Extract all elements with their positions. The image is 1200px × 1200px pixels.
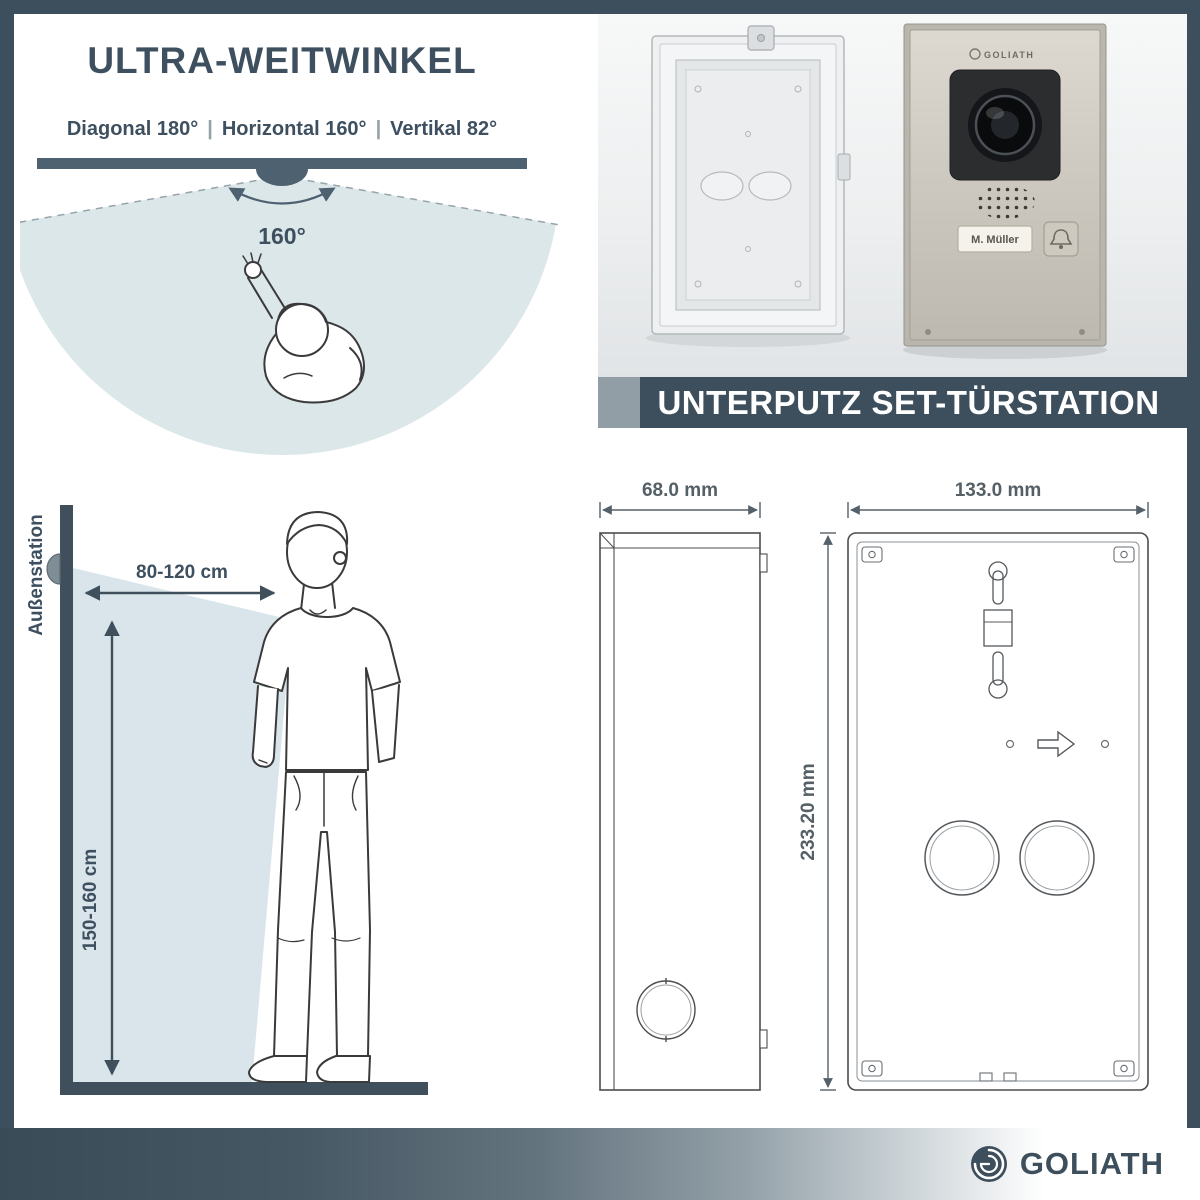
depth-dimension	[599, 502, 761, 518]
wall-label: Außenstation	[26, 514, 47, 635]
banner-accent	[598, 377, 640, 428]
product-banner: UNTERPUTZ SET-TÜRSTATION	[598, 377, 1187, 428]
technical-drawing: 68.0 mm 133.0 mm	[599, 480, 1149, 1091]
spec-separator: |	[375, 118, 382, 140]
ground	[60, 1082, 428, 1095]
box-front-view	[847, 532, 1149, 1091]
fov-edge-right	[281, 175, 561, 226]
product-photo: GOLIATH M. Müller	[598, 14, 1187, 377]
installation-diagram: Außenstation 80-120 cm 150-160 cm	[26, 505, 428, 1095]
height-label: 150-160 cm	[80, 849, 101, 951]
knockout-side	[636, 978, 696, 1042]
flush-mount-box-photo	[646, 25, 851, 347]
brand-logo: GOLIATH	[968, 1143, 1164, 1185]
height-dimension-label: 233.20 mm	[798, 763, 819, 860]
person-top-view	[242, 252, 365, 404]
nameplate	[957, 225, 1033, 253]
spec-horizontal: Horizontal 160°	[221, 118, 367, 140]
camera-view-wedge	[73, 568, 292, 1082]
wide-angle-section: ULTRA-WEITWINKEL Diagonal 180° | Horizonta…	[20, 30, 600, 472]
wall	[60, 505, 73, 1083]
box-side-view	[599, 532, 768, 1091]
depth-dimension-label: 68.0 mm	[642, 480, 718, 501]
spec-diagonal: Diagonal 180°	[66, 118, 199, 140]
nameplate-label: M. Müller	[971, 234, 1019, 246]
angle-label: 160°	[258, 223, 306, 249]
corner-fixing-tabs	[861, 546, 1135, 1077]
spec-separator: |	[207, 118, 213, 140]
fov-edge-left	[20, 175, 283, 223]
width-dimension	[847, 502, 1149, 518]
bell-icon	[1049, 229, 1073, 249]
installation-section: Außenstation 80-120 cm 150-160 cm	[20, 470, 600, 1135]
wide-angle-diagram: 160°	[20, 158, 561, 455]
spec-vertikal: Vertikal 82°	[390, 118, 498, 140]
direction-arrow-icon	[1037, 730, 1076, 758]
width-dimension-label: 133.0 mm	[955, 480, 1042, 501]
door-station-photo: GOLIATH M. Müller	[903, 23, 1107, 359]
wall-bar	[37, 158, 527, 169]
camera-lens-icon	[968, 88, 1042, 162]
product-photo-drawing: GOLIATH M. Müller	[646, 23, 1107, 359]
banner-title: UNTERPUTZ SET-TÜRSTATION	[657, 383, 1160, 421]
doorbell-button	[1043, 221, 1079, 257]
camera-dome-icon	[256, 169, 308, 186]
frame-border-right	[1187, 0, 1200, 1200]
keyhole-slots	[983, 561, 1013, 699]
speaker-grille	[975, 185, 1035, 219]
technical-drawing-section: 68.0 mm 133.0 mm	[590, 470, 1186, 1135]
door-station-side-profile	[46, 553, 61, 585]
frame-border-left	[0, 0, 14, 1200]
distance-label: 80-120 cm	[136, 562, 228, 583]
footer-bar: GOLIATH	[0, 1128, 1200, 1200]
brand-name: GOLIATH	[1019, 1146, 1164, 1181]
section-title: ULTRA-WEITWINKEL	[87, 40, 477, 81]
person-standing	[248, 511, 401, 1083]
goliath-mini-logo-icon	[969, 48, 981, 60]
knockouts-front	[924, 820, 1095, 896]
angle-specs: Diagonal 180° | Horizontal 160° | Vertikal 8…	[20, 118, 544, 141]
goliath-logo-icon	[970, 1146, 1007, 1182]
frame-border-top	[0, 0, 1200, 14]
station-brand-label: GOLIATH	[984, 50, 1034, 60]
height-dimension	[820, 532, 836, 1091]
angle-arc	[228, 187, 336, 205]
